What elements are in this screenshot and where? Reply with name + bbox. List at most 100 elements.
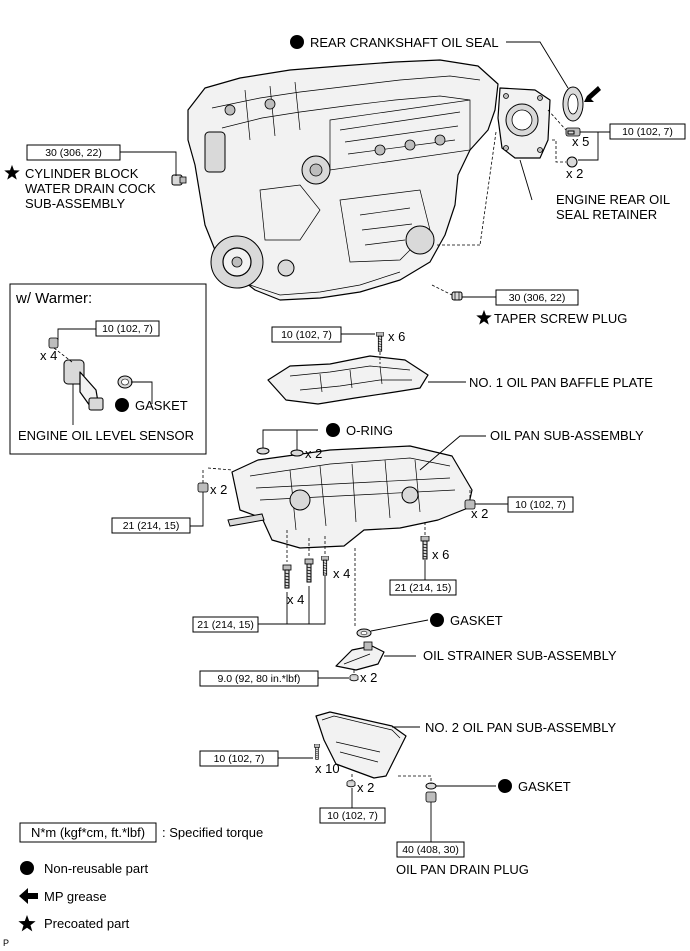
label-o-ring: O-RING [346,423,393,438]
torque-box-taper-plug: 30 (306, 22) [495,289,579,306]
precoated-star-icon [4,164,20,180]
svg-text:10 (102, 7): 10 (102, 7) [327,810,378,822]
count-baffle-bolts: x 6 [388,329,405,344]
label-drain-gasket: GASKET [518,779,571,794]
engine-block [187,59,499,301]
svg-text:21 (214, 15): 21 (214, 15) [123,520,180,532]
torque-box-baffle: 10 (102, 7) [271,326,342,343]
torque-box-retainer-bolts: 10 (102, 7) [609,123,686,140]
count-o-rings: x 2 [305,446,322,461]
svg-text:10 (102, 7): 10 (102, 7) [515,499,566,511]
torque-box-drain-plug: 40 (408, 30) [396,841,465,858]
count-pan-bottom-b: x 4 [333,566,350,581]
cylinder-block-drain-cock [171,174,187,186]
strainer-gasket [356,628,372,638]
legend-precoated: Precoated part [18,915,130,932]
count-pan-left: x 2 [210,482,227,497]
count-pan-front: x 6 [432,547,449,562]
count-retainer-bolts: x 5 [572,134,589,149]
label-oil-pan-drain-plug: OIL PAN DRAIN PLUG [396,862,529,877]
warmer-sensor-bolt [48,337,59,349]
engine-oil-level-sensor [63,359,104,411]
svg-text:21 (214, 15): 21 (214, 15) [395,582,452,594]
count-retainer-dowels: x 2 [566,166,583,181]
label-rear-retainer-line1: ENGINE REAR OIL [556,192,670,207]
label-taper-screw-plug: TAPER SCREW PLUG [494,311,627,326]
label-rear-crankshaft-oil-seal: REAR CRANKSHAFT OIL SEAL [310,35,499,50]
legend-mp-grease: MP grease [19,888,107,904]
count-no2-pan-bolts: x 10 [315,761,340,776]
no2-pan-nut [346,780,356,788]
svg-text:10 (102, 7): 10 (102, 7) [214,753,265,765]
svg-text:30 (306, 22): 30 (306, 22) [509,292,566,304]
taper-screw-plug [451,291,463,301]
svg-text:30 (306, 22): 30 (306, 22) [45,147,102,159]
svg-text:10 (102, 7): 10 (102, 7) [622,126,673,138]
label-engine-oil-level-sensor: ENGINE OIL LEVEL SENSOR [18,428,194,443]
non-reusable-dot-icon [115,398,129,412]
oil-strainer-sub-assembly [335,641,385,671]
torque-box-pan-left: 21 (214, 15) [111,517,191,534]
torque-box-pan-right: 10 (102, 7) [507,496,574,513]
label-drain-cock-line2: WATER DRAIN COCK [25,181,156,196]
oil-pan-drain-plug [425,782,437,803]
pan-left-bolt [197,482,209,493]
pan-right-bolt [464,499,476,510]
legend-precoated-text: Precoated part [44,916,130,931]
o-ring [256,447,304,457]
legend-non-reusable: Non-reusable part [20,861,148,876]
legend-torque: N*m (kgf*cm, ft.*lbf) : Specified torque [19,822,263,843]
no2-oil-pan-sub-assembly [315,711,407,779]
svg-text:10 (102, 7): 10 (102, 7) [102,323,153,335]
rear-crankshaft-oil-seal [562,86,584,122]
pan-bottom-bolt [282,564,292,589]
star-icon [18,915,36,932]
mp-grease-arrow [584,86,601,102]
legend-mp-grease-text: MP grease [44,889,107,904]
pan-front-bolt [420,536,430,560]
arrow-left-icon [19,888,38,904]
torque-box-no2-pan-nuts: 10 (102, 7) [319,807,386,824]
corner-code: P [3,938,9,948]
torque-box-pan-bottom: 21 (214, 15) [192,616,259,633]
svg-text:40 (408, 30): 40 (408, 30) [402,844,459,856]
label-drain-cock-line3: SUB-ASSEMBLY [25,196,126,211]
svg-text:9.0 (92, 80 in.*lbf): 9.0 (92, 80 in.*lbf) [218,673,301,685]
pan-bottom-bolt [304,558,314,583]
label-warmer-gasket: GASKET [135,398,188,413]
non-reusable-dot-icon [290,35,304,49]
non-reusable-dot-icon [498,779,512,793]
torque-box-pan-front: 21 (214, 15) [389,579,457,596]
retainer-dowel [566,156,578,168]
warmer-title: w/ Warmer: [15,290,92,307]
count-strainer-nuts: x 2 [360,670,377,685]
torque-box-drain-cock: 30 (306, 22) [26,144,121,161]
torque-box-no2-pan-bolts: 10 (102, 7) [199,750,279,767]
precoated-star-icon [476,309,492,325]
count-warmer-bolts: x 4 [40,348,57,363]
legend-torque-desc: : Specified torque [162,825,263,840]
no2-pan-bolt [313,744,321,760]
count-pan-right: x 2 [471,506,488,521]
count-pan-bottom-a: x 4 [287,592,304,607]
non-reusable-dot-icon [326,423,340,437]
label-oil-strainer: OIL STRAINER SUB-ASSEMBLY [423,648,617,663]
label-no2-oil-pan: NO. 2 OIL PAN SUB-ASSEMBLY [425,720,617,735]
pan-bottom-bolt [321,556,329,576]
oil-pan-sub-assembly [227,445,473,549]
torque-box-warmer-sensor: 10 (102, 7) [95,320,160,337]
svg-text:10 (102, 7): 10 (102, 7) [281,329,332,341]
legend-non-reusable-text: Non-reusable part [44,861,148,876]
label-drain-cock-line1: CYLINDER BLOCK [25,166,139,181]
warmer-variant-box [9,283,207,455]
legend-torque-box-text: N*m (kgf*cm, ft.*lbf) [31,825,145,840]
count-no2-pan-nuts: x 2 [357,780,374,795]
baffle-bolt [376,332,384,352]
non-reusable-dot-icon [430,613,444,627]
label-rear-retainer-line2: SEAL RETAINER [556,207,657,222]
label-baffle-plate: NO. 1 OIL PAN BAFFLE PLATE [469,375,653,390]
engine-rear-oil-seal-retainer [497,87,551,159]
no1-oil-pan-baffle-plate [267,355,429,405]
strainer-nut [349,674,359,682]
